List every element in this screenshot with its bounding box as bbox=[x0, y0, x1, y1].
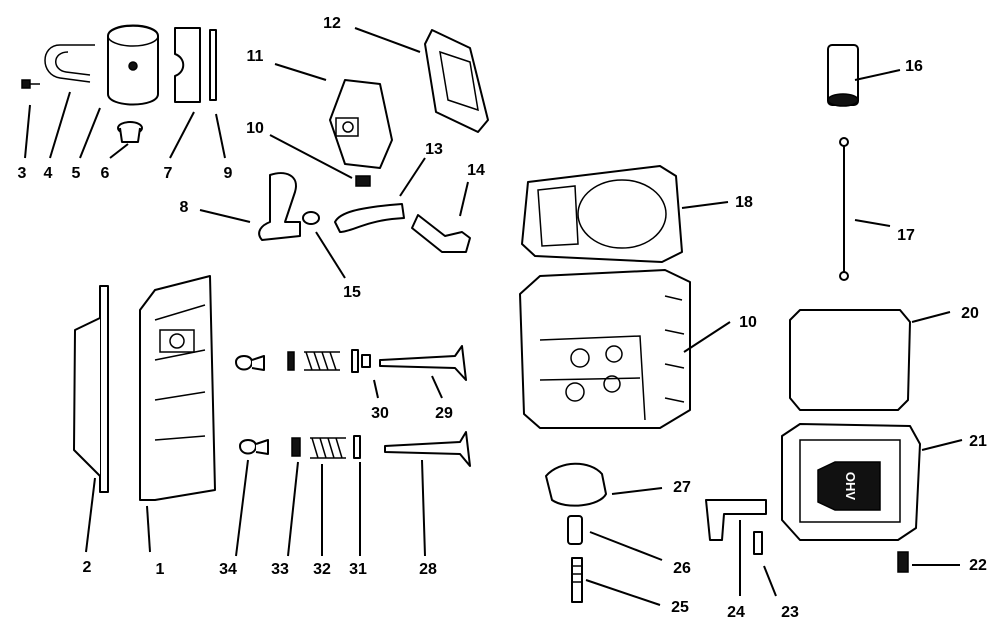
callout-1: 1 bbox=[156, 561, 165, 578]
callout-31: 31 bbox=[349, 561, 367, 578]
part-pushrod-17 bbox=[839, 137, 849, 281]
part-pivot-26 bbox=[567, 515, 583, 545]
part-clamp-4 bbox=[44, 44, 95, 83]
callout-10b: 10 bbox=[739, 314, 757, 331]
part-valve-cover-gasket-20 bbox=[789, 309, 911, 411]
part-gasket-2 bbox=[73, 285, 109, 493]
part-clamp-15 bbox=[302, 211, 320, 225]
callout-30: 30 bbox=[371, 405, 389, 422]
callout-6: 6 bbox=[101, 165, 110, 182]
callout-15: 15 bbox=[343, 284, 361, 301]
callout-27: 27 bbox=[673, 479, 691, 496]
callout-33: 33 bbox=[271, 561, 289, 578]
callout-24: 24 bbox=[727, 604, 745, 621]
part-cylinder-head-1 bbox=[139, 275, 216, 501]
callout-20: 20 bbox=[961, 305, 979, 322]
callout-5: 5 bbox=[72, 165, 81, 182]
part-rocker-27 bbox=[545, 462, 607, 507]
callout-26: 26 bbox=[673, 560, 691, 577]
leader-lines bbox=[24, 27, 963, 606]
part-stud-23 bbox=[753, 531, 763, 555]
part-cylinder-head-10b bbox=[519, 269, 691, 429]
callout-16: 16 bbox=[905, 58, 923, 75]
callout-9: 9 bbox=[224, 165, 233, 182]
lower-valve-train bbox=[239, 431, 471, 467]
part-cover-plate-11 bbox=[329, 79, 393, 169]
part-bolt-22 bbox=[897, 551, 909, 573]
callout-18: 18 bbox=[735, 194, 753, 211]
part-gasket-12 bbox=[424, 29, 489, 133]
callout-10a: 10 bbox=[246, 120, 264, 137]
callout-2: 2 bbox=[83, 559, 92, 576]
part-seal-7 bbox=[174, 27, 201, 103]
callout-13: 13 bbox=[425, 141, 443, 158]
part-cap-6 bbox=[117, 121, 143, 143]
part-bracket-24 bbox=[705, 499, 767, 541]
part-elbow-8 bbox=[258, 172, 301, 241]
callout-34: 34 bbox=[219, 561, 237, 578]
cover-logo: OHV bbox=[843, 472, 858, 501]
callout-25: 25 bbox=[671, 599, 689, 616]
upper-valve-train bbox=[235, 345, 467, 381]
part-breather-5 bbox=[107, 24, 159, 106]
part-gasket-9 bbox=[209, 29, 217, 101]
callout-17: 17 bbox=[897, 227, 915, 244]
callout-29: 29 bbox=[435, 405, 453, 422]
callout-32: 32 bbox=[313, 561, 331, 578]
callout-22: 22 bbox=[969, 557, 987, 574]
callout-7: 7 bbox=[164, 165, 173, 182]
callout-23: 23 bbox=[781, 604, 799, 621]
breather-assembly bbox=[21, 24, 217, 143]
part-head-gasket-18 bbox=[521, 165, 683, 263]
part-stud-25 bbox=[571, 557, 583, 603]
part-fitting-10a bbox=[355, 175, 371, 187]
callout-28: 28 bbox=[419, 561, 437, 578]
part-hose-14 bbox=[411, 214, 471, 253]
callout-12: 12 bbox=[323, 15, 341, 32]
callout-14: 14 bbox=[467, 162, 485, 179]
part-screw-3 bbox=[21, 79, 40, 89]
callout-4: 4 bbox=[44, 165, 53, 182]
callout-labels: 1 2 3 4 5 6 7 8 9 10 11 12 13 14 15 16 1… bbox=[18, 15, 987, 621]
callout-21: 21 bbox=[969, 433, 987, 450]
callout-3: 3 bbox=[18, 165, 27, 182]
callout-8: 8 bbox=[180, 199, 189, 216]
part-valve-cover-21: OHV bbox=[781, 423, 921, 541]
part-hose-13 bbox=[334, 203, 405, 233]
callout-11: 11 bbox=[247, 48, 264, 65]
part-tube-16 bbox=[827, 44, 859, 107]
